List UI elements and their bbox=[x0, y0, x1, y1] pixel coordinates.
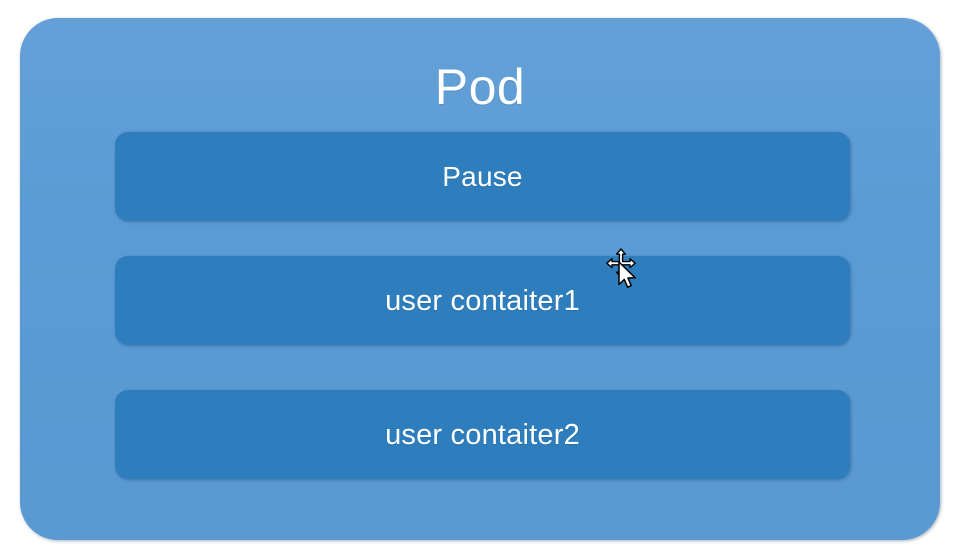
container-box-user-contaiter2[interactable]: user contaiter2 bbox=[115, 390, 850, 479]
container-box-label: user contaiter1 bbox=[385, 284, 580, 317]
container-box-pause[interactable]: Pause bbox=[115, 132, 850, 221]
container-box-user-contaiter1[interactable]: user contaiter1 bbox=[115, 256, 850, 345]
container-box-label: user contaiter2 bbox=[385, 418, 580, 451]
container-box-label: Pause bbox=[442, 160, 523, 192]
pod-container-shape[interactable]: Pod Pause user contaiter1 user contaiter… bbox=[20, 18, 940, 540]
pod-title: Pod bbox=[434, 59, 526, 115]
